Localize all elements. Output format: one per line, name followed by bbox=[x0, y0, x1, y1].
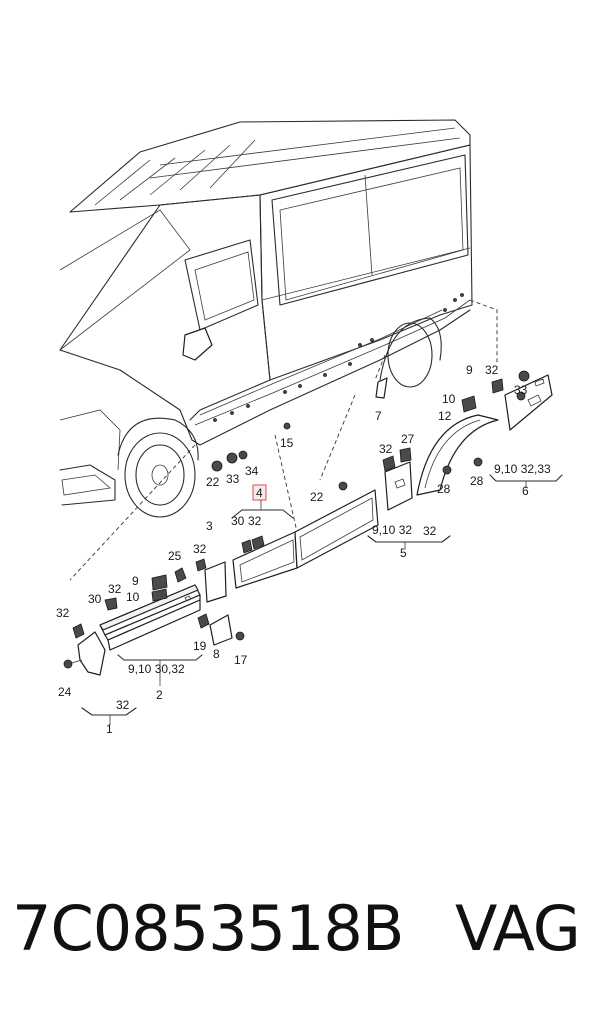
callout-33-front: 33 bbox=[226, 472, 240, 486]
callout-22-front: 22 bbox=[206, 475, 220, 489]
callout-10-rear: 10 bbox=[442, 392, 456, 406]
callout-32-b: 32 bbox=[108, 582, 122, 596]
callout-30-mid: 30 bbox=[231, 514, 245, 528]
callout-6: 6 bbox=[522, 484, 529, 498]
callout-2: 2 bbox=[156, 688, 163, 702]
group-braces bbox=[81, 474, 563, 725]
part-4-middle-moulding bbox=[232, 484, 379, 589]
callout-32-c: 32 bbox=[193, 542, 207, 556]
callout-1: 1 bbox=[106, 722, 113, 736]
callout-28-b: 28 bbox=[470, 474, 484, 488]
brand-label: VAG bbox=[455, 892, 581, 965]
callout-32-e: 32 bbox=[379, 442, 393, 456]
callout-12: 12 bbox=[438, 409, 452, 423]
part-1-end-cap bbox=[63, 623, 106, 676]
callout-19: 19 bbox=[193, 639, 207, 653]
part-7-clip bbox=[375, 377, 388, 399]
part-12-wheel-arch bbox=[416, 414, 499, 496]
part-3-insert bbox=[195, 558, 227, 603]
van-illustration bbox=[59, 119, 473, 518]
callout-9-front: 9 bbox=[132, 574, 139, 588]
callout-27: 27 bbox=[401, 432, 415, 446]
callout-17: 17 bbox=[234, 653, 248, 667]
callout-9-rear: 9 bbox=[466, 363, 473, 377]
callout-4: 4 bbox=[256, 486, 263, 500]
callout-24: 24 bbox=[58, 685, 72, 699]
callout-32-h: 32 bbox=[423, 524, 437, 538]
part-6-rear-cap bbox=[461, 374, 553, 431]
callout-15: 15 bbox=[280, 436, 294, 450]
part-number: 7C0853518B bbox=[12, 892, 404, 965]
parts-diagram: 1 2 3 4 5 6 7 8 9 9 10 10 12 15 17 19 22… bbox=[56, 119, 563, 736]
callout-32-d: 32 bbox=[248, 514, 262, 528]
group-label-2: 9,10 30,32 bbox=[128, 662, 185, 676]
callout-33-rear: 33 bbox=[514, 383, 528, 397]
fasteners bbox=[211, 370, 530, 491]
callout-8: 8 bbox=[213, 647, 220, 661]
callout-30-front: 30 bbox=[88, 592, 102, 606]
callout-28-a: 28 bbox=[437, 482, 451, 496]
callout-3: 3 bbox=[206, 519, 213, 533]
part-5-rear-moulding bbox=[382, 447, 413, 511]
leader-lines bbox=[69, 299, 498, 581]
callout-labels: 1 2 3 4 5 6 7 8 9 9 10 10 12 15 17 19 22… bbox=[56, 363, 551, 736]
group-label-5: 9,10 32 bbox=[372, 523, 412, 537]
callout-5: 5 bbox=[400, 546, 407, 560]
callout-25: 25 bbox=[168, 549, 182, 563]
part-2-front-moulding bbox=[99, 567, 201, 651]
part-8-bracket bbox=[197, 613, 245, 646]
callout-22-mid: 22 bbox=[310, 490, 324, 504]
group-label-6: 9,10 32,33 bbox=[494, 462, 551, 476]
callout-10-front: 10 bbox=[126, 590, 140, 604]
callout-7: 7 bbox=[375, 409, 382, 423]
callout-32-g: 32 bbox=[116, 698, 130, 712]
callout-34: 34 bbox=[245, 464, 259, 478]
callout-32-a: 32 bbox=[56, 606, 70, 620]
callout-32-f: 32 bbox=[485, 363, 499, 377]
